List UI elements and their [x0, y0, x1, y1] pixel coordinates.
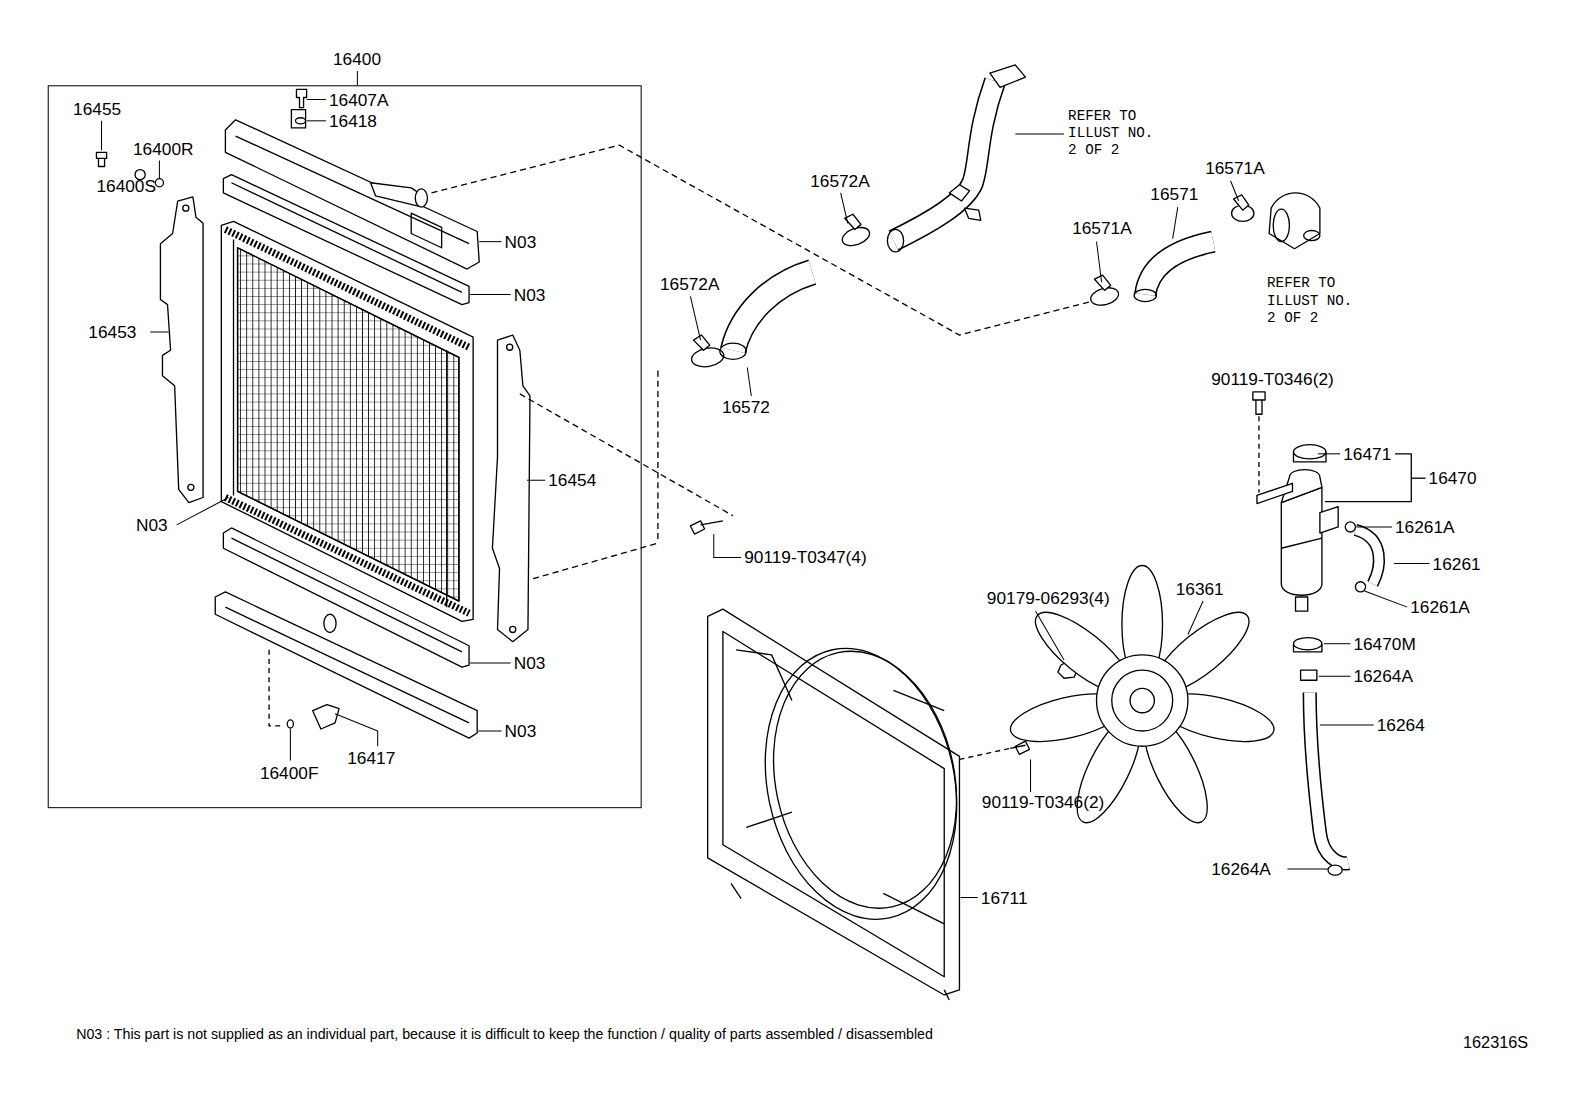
callout-number: 16417	[347, 748, 395, 768]
callout-number: 90119-T0346(2)	[1211, 370, 1334, 390]
callout-number: 16572A	[660, 275, 720, 295]
callout-number: 16418	[329, 112, 377, 132]
callout-number: 90119-T0346(2)	[982, 793, 1105, 813]
callout-number: N03	[505, 233, 537, 253]
callout-number: 16407A	[329, 90, 389, 110]
callout-number: 16264	[1377, 716, 1425, 736]
callout-number: 16400R	[133, 140, 193, 160]
callout-number: N03	[505, 722, 537, 742]
callout-number: 16470M	[1353, 635, 1415, 655]
footnote: N03 : This part is not supplied as an in…	[76, 1024, 933, 1042]
callout-number: 16261A	[1410, 598, 1470, 618]
callout-number: 16264A	[1353, 667, 1413, 687]
callout-number: 16261	[1433, 554, 1481, 574]
callout-number: 16571A	[1205, 158, 1265, 178]
callout-number: 16455	[73, 99, 121, 119]
callout-number: 16400F	[260, 764, 319, 784]
callout-number: 16470	[1429, 469, 1477, 489]
reference-note: REFER TO ILLUST NO. 2 OF 2	[1267, 275, 1360, 327]
callout-number: 16400S	[96, 177, 156, 197]
callout-number: 16572	[722, 398, 770, 418]
callout-number: 16454	[548, 471, 596, 491]
callout-number: 16711	[981, 888, 1028, 908]
callout-number: 16361	[1176, 580, 1224, 600]
callout-number: N03	[514, 654, 546, 674]
callout-number: N03	[514, 285, 546, 305]
callout-number: 16571A	[1072, 218, 1132, 238]
callout-number: 16571	[1150, 185, 1198, 205]
callout-number: 16264A	[1211, 860, 1271, 880]
callout-number: 16261A	[1395, 518, 1455, 538]
drawing-number: 162316S	[1463, 1033, 1528, 1053]
callout-number: 90119-T0347(4)	[744, 548, 867, 568]
reference-note: REFER TO ILLUST NO. 2 OF 2	[1068, 108, 1161, 160]
callout-number: 16572A	[810, 172, 870, 192]
callout-number: N03	[136, 516, 168, 536]
callout-number: 16453	[88, 323, 136, 343]
assembly-number: 16400	[333, 50, 381, 70]
callout-number: 16471	[1343, 445, 1391, 465]
callout-number: 90179-06293(4)	[987, 589, 1110, 609]
